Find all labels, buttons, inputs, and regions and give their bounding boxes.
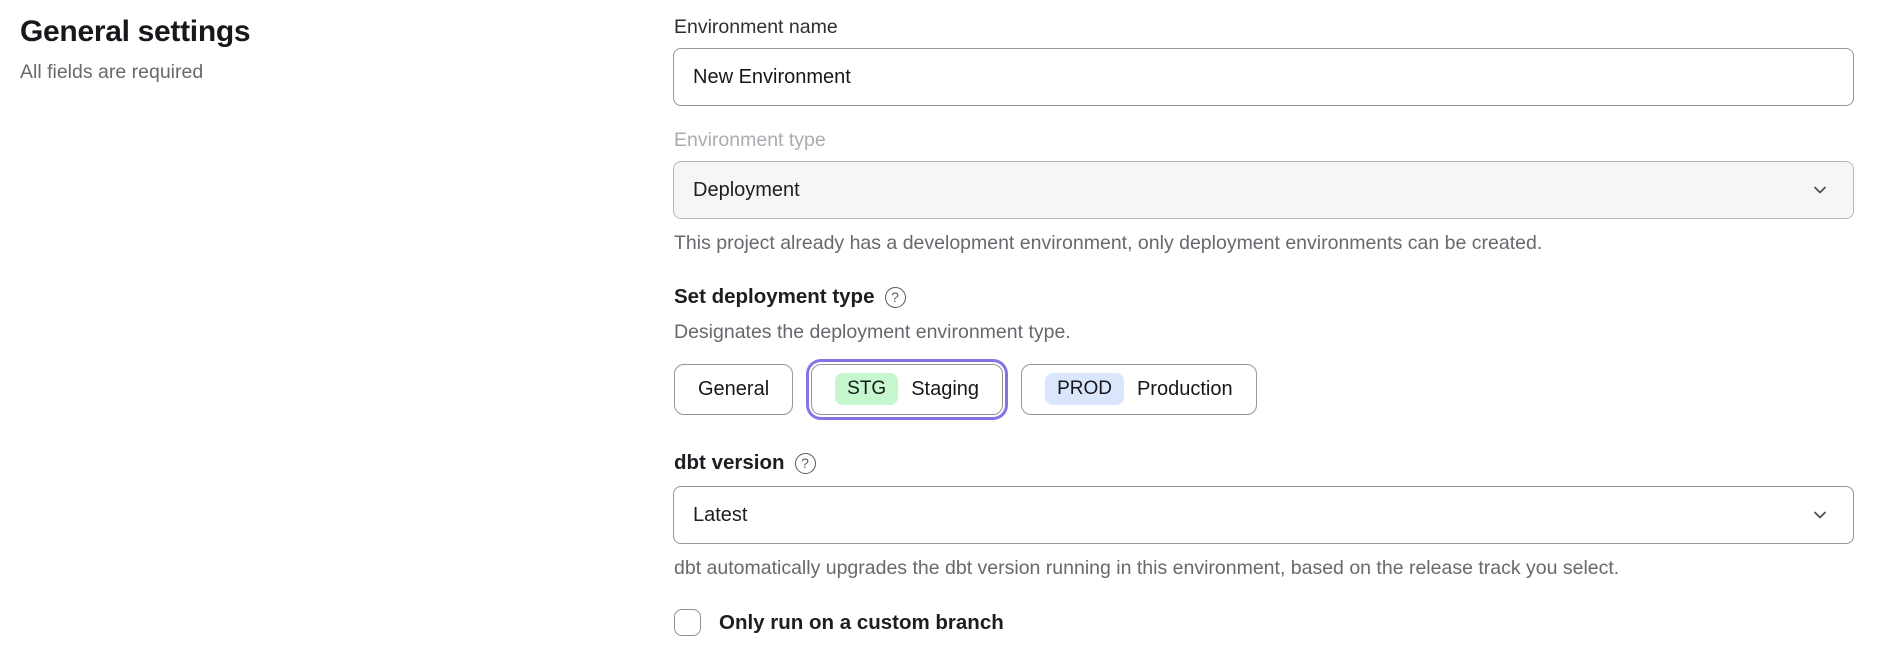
deployment-type-description: Designates the deployment environment ty…: [674, 321, 1071, 343]
deployment-type-options: General STG Staging PROD Production: [674, 358, 1854, 420]
environment-type-select: Deployment: [673, 161, 1854, 219]
page-title: General settings: [20, 15, 251, 48]
custom-branch-checkbox[interactable]: [674, 609, 701, 636]
deployment-type-staging-label: Staging: [911, 377, 980, 400]
chevron-down-icon: [1810, 505, 1830, 525]
staging-badge: STG: [835, 372, 899, 406]
deployment-type-label: Set deployment type: [674, 285, 875, 308]
environment-name-input[interactable]: [673, 48, 1854, 106]
question-circle-icon[interactable]: ?: [884, 286, 906, 308]
deployment-type-general-button[interactable]: General: [674, 363, 794, 415]
environment-settings-form: Environment name Environment type Deploy…: [673, 16, 1854, 636]
deployment-type-production-label: Production: [1136, 377, 1233, 400]
settings-header: General settings All fields are required: [20, 14, 580, 84]
environment-type-helper: This project already has a development e…: [674, 232, 1543, 254]
dbt-version-value: Latest: [693, 503, 748, 526]
chevron-down-icon: [1810, 180, 1830, 200]
dbt-version-helper: dbt automatically upgrades the dbt versi…: [674, 557, 1620, 579]
dbt-version-section-title: dbt version ?: [674, 451, 1854, 475]
environment-name-label: Environment name: [674, 16, 838, 38]
question-circle-icon[interactable]: ?: [794, 452, 816, 474]
deployment-type-production-button[interactable]: PROD Production: [1021, 363, 1257, 415]
dbt-version-select[interactable]: Latest: [673, 486, 1854, 544]
production-badge: PROD: [1045, 372, 1124, 406]
deployment-type-staging-button[interactable]: STG Staging: [811, 363, 1004, 415]
deployment-type-section-title: Set deployment type ?: [674, 285, 1854, 309]
deployment-type-general-label: General: [698, 377, 770, 400]
environment-type-value: Deployment: [693, 178, 800, 201]
custom-branch-label[interactable]: Only run on a custom branch: [719, 610, 1004, 634]
custom-branch-row: Only run on a custom branch: [674, 609, 1854, 636]
environment-type-label: Environment type: [674, 129, 826, 151]
page-subtitle: All fields are required: [20, 61, 204, 83]
dbt-version-label: dbt version: [674, 451, 785, 474]
